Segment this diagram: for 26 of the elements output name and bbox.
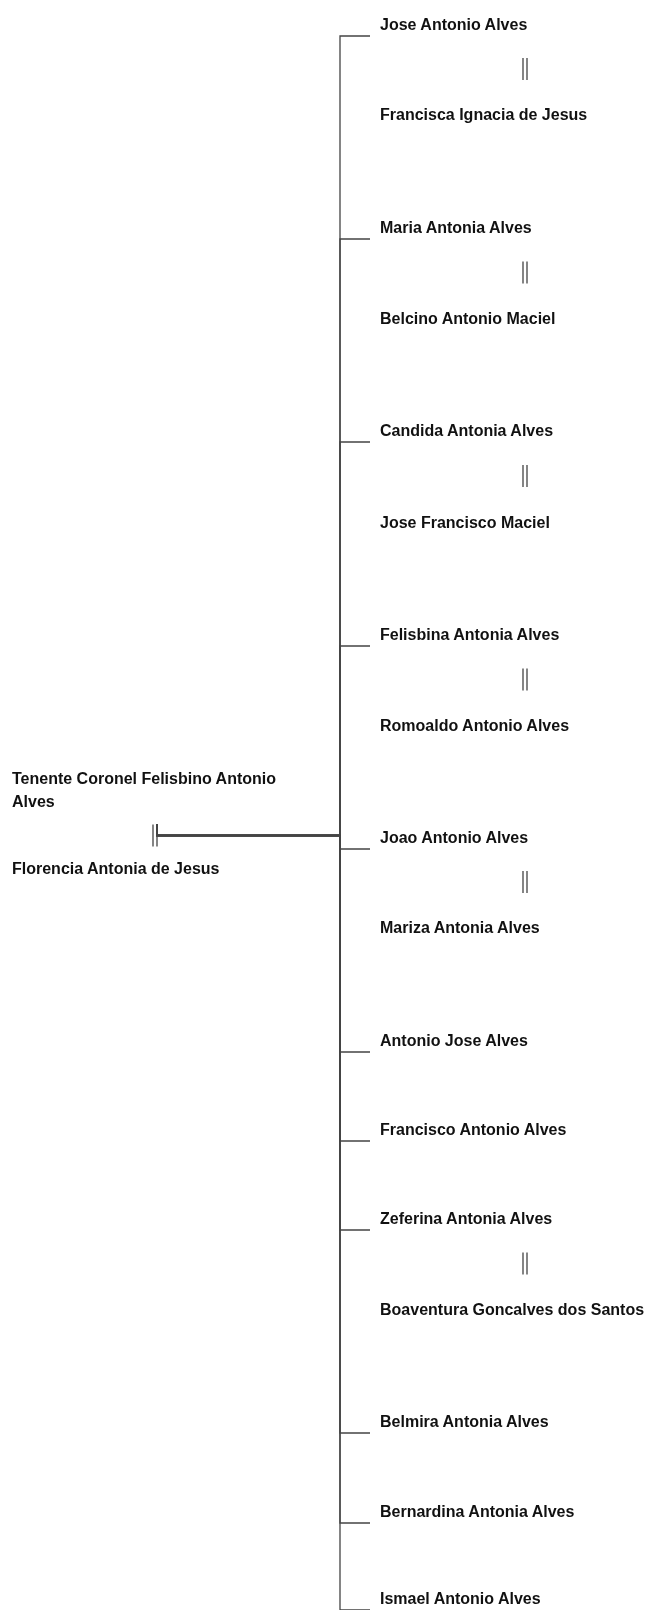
person-name: Boaventura Goncalves dos Santos	[370, 1274, 665, 1345]
person-name: Zeferina Antonia Alves	[370, 1206, 665, 1253]
person-name: Romoaldo Antonio Alves	[370, 690, 665, 738]
person-name: Antonio Jose Alves	[370, 1028, 665, 1053]
marriage-sign	[522, 57, 528, 81]
person-name: Joao Antonio Alves	[370, 825, 665, 871]
person-name: Belcino Antonio Maciel	[370, 283, 665, 331]
person-name: Jose Antonio Alves	[370, 12, 665, 58]
person-name: Ismael Antonio Alves	[370, 1586, 665, 1610]
person-name: Maria Antonia Alves	[370, 215, 665, 262]
person-name: Jose Francisco Maciel	[370, 487, 665, 535]
person-name: Francisca Ignacia de Jesus	[370, 80, 665, 127]
person-name: Belmira Antonia Alves	[370, 1409, 665, 1434]
marriage-sign	[152, 823, 158, 848]
person-name: Felisbina Antonia Alves	[370, 622, 665, 669]
marriage-sign	[522, 870, 528, 894]
marriage-sign	[522, 1251, 528, 1276]
person-name: Francisco Antonio Alves	[370, 1117, 665, 1142]
person-name: Tenente Coronel Felisbino Antonio Alves	[12, 766, 302, 825]
person-name: Florencia Antonia de Jesus	[12, 846, 302, 881]
marriage-sign	[522, 464, 528, 488]
person-name: Candida Antonia Alves	[370, 418, 665, 465]
marriage-sign	[522, 667, 528, 692]
marriage-sign	[522, 260, 528, 285]
person-name: Bernardina Antonia Alves	[370, 1499, 665, 1524]
person-name: Mariza Antonia Alves	[370, 893, 665, 940]
